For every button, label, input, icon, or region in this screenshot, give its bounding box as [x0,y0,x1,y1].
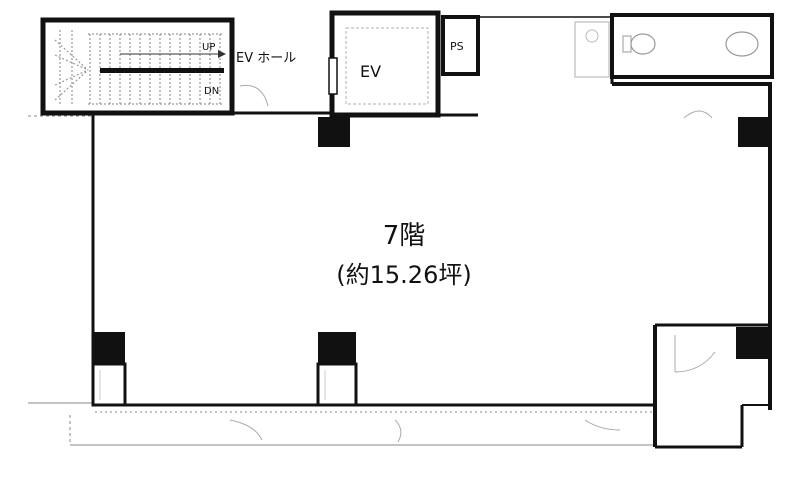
column-bottom-right [736,327,768,359]
washbasin [725,31,759,57]
bottom-right-room [653,323,770,449]
pipe-space-label: PS [450,40,464,53]
columns [93,117,770,364]
elevator: EV [328,10,441,118]
ev-hall: EV ホール [231,20,330,115]
column-bottom-left [93,332,125,364]
toilet-door-swing [683,110,713,119]
column-bottom-center [318,332,356,364]
floor-title: 7階 [383,221,426,251]
column-piers [91,362,358,407]
stair-down-label: DN [204,86,219,97]
column-top-right [738,117,770,147]
stair-up-label: UP [202,42,215,53]
bottom-right-door-swing [674,351,716,373]
stair-handrail [100,68,224,73]
toilet-bowl [630,33,656,55]
elevator-label: EV [360,62,381,81]
sink-bowl [585,29,599,43]
wet-area [574,13,774,119]
balcony [69,411,655,446]
elevator-car-outline [345,27,429,105]
pipe-space: PS [441,15,480,76]
column-top-center [318,117,350,147]
toilet-room [610,13,774,79]
floor-label: 7階 (約15.26坪) [336,221,471,289]
stair-arrowhead [218,50,226,58]
floor-area: (約15.26坪) [336,261,471,289]
ev-hall-door-swing [239,84,269,107]
elevator-door [328,57,338,95]
staircase: UP DN [40,17,235,116]
stair-treads [54,30,224,106]
sink-counter [574,21,610,78]
ev-hall-label: EV ホール [236,51,296,66]
toilet-tank [622,35,632,53]
